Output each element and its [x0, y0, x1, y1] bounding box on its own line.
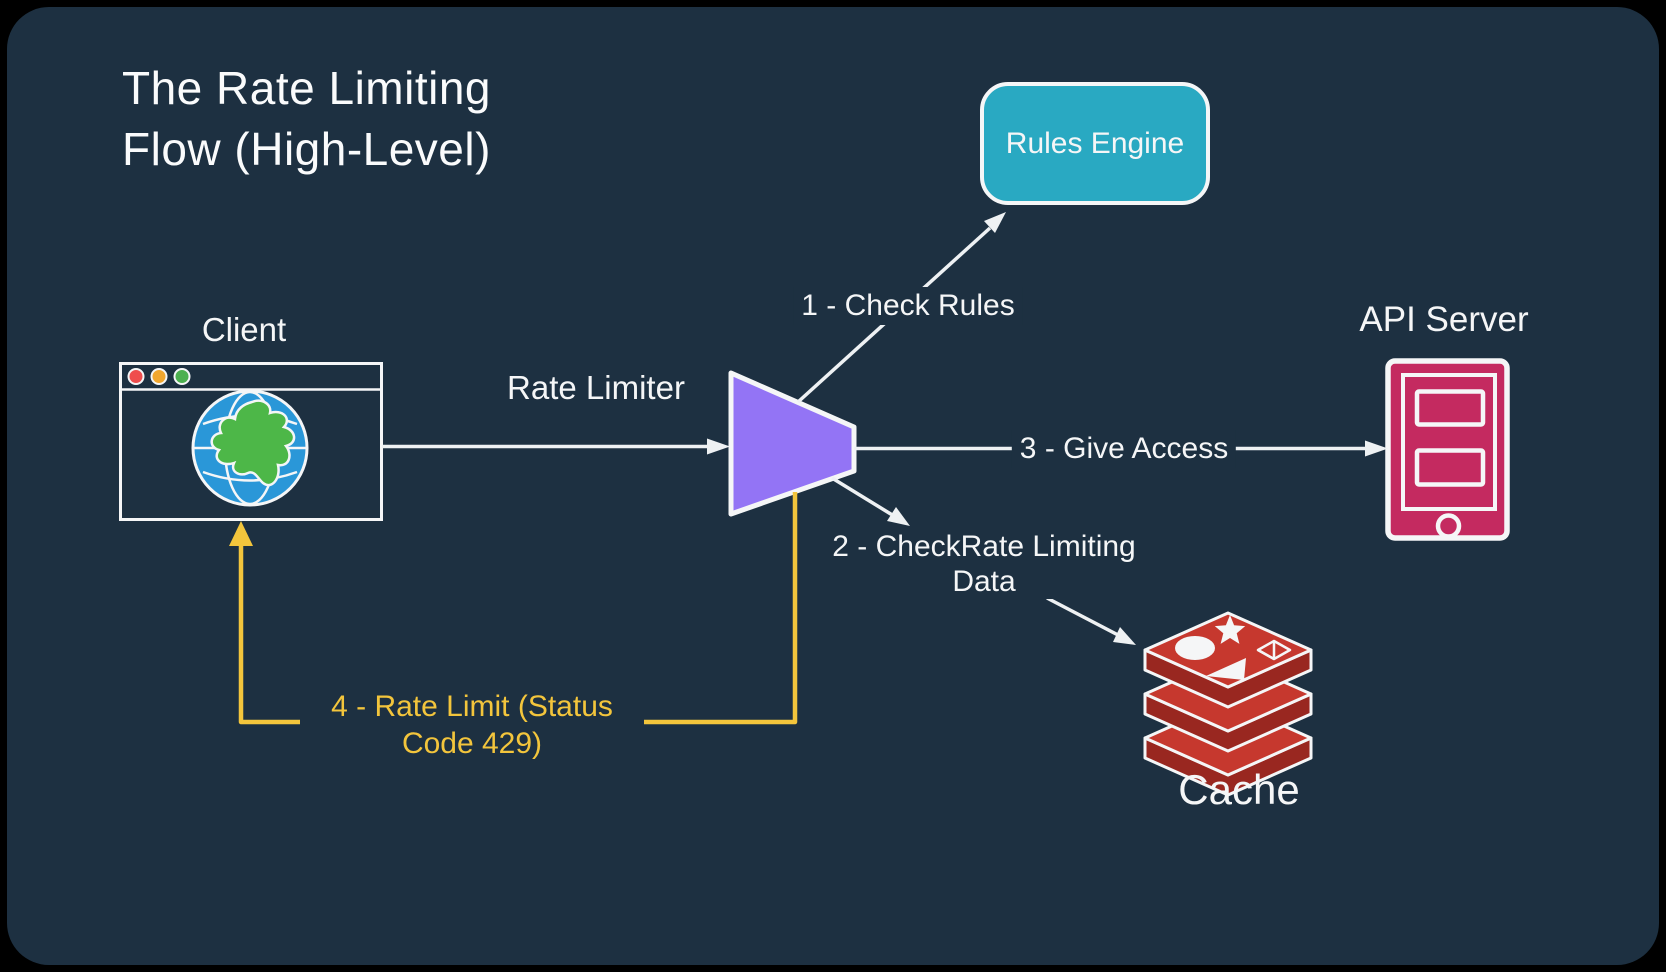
- cache-label: Cache: [1178, 766, 1300, 813]
- globe-continent: [210, 399, 296, 487]
- mobile-server-icon: [1385, 358, 1510, 541]
- flow-label-check-rules: 1 - Check Rules: [793, 287, 1023, 325]
- flow-label-check-rate-data: 2 - CheckRate Limiting Data: [816, 529, 1152, 599]
- browser-globe-icon: [119, 362, 383, 521]
- rules-engine-node: [980, 82, 1210, 205]
- arrow-client-to-limiter: [382, 438, 730, 455]
- traffic-light-red-icon: [127, 368, 145, 385]
- client-label: Client: [201, 311, 287, 348]
- arrow-check-cache-upper: [831, 476, 910, 526]
- traffic-light-green-icon: [173, 368, 191, 385]
- funnel-icon: [728, 370, 857, 517]
- flow-label-give-access: 3 - Give Access: [1011, 430, 1237, 468]
- globe-icon: [191, 389, 309, 507]
- api-server-label: API Server: [1359, 300, 1529, 339]
- page-title: The Rate Limiting Flow (High-Level): [122, 62, 491, 175]
- traffic-light-orange-icon: [150, 368, 168, 385]
- rate-limiter-label: Rate Limiter: [507, 369, 685, 406]
- rules-engine-label: Rules Engine: [1005, 127, 1185, 160]
- flow-label-rate-limit: 4 - Rate Limit (Status Code 429): [300, 688, 644, 762]
- redis-stack-icon: [1143, 611, 1313, 797]
- arrow-check-cache-lower: [1046, 596, 1136, 645]
